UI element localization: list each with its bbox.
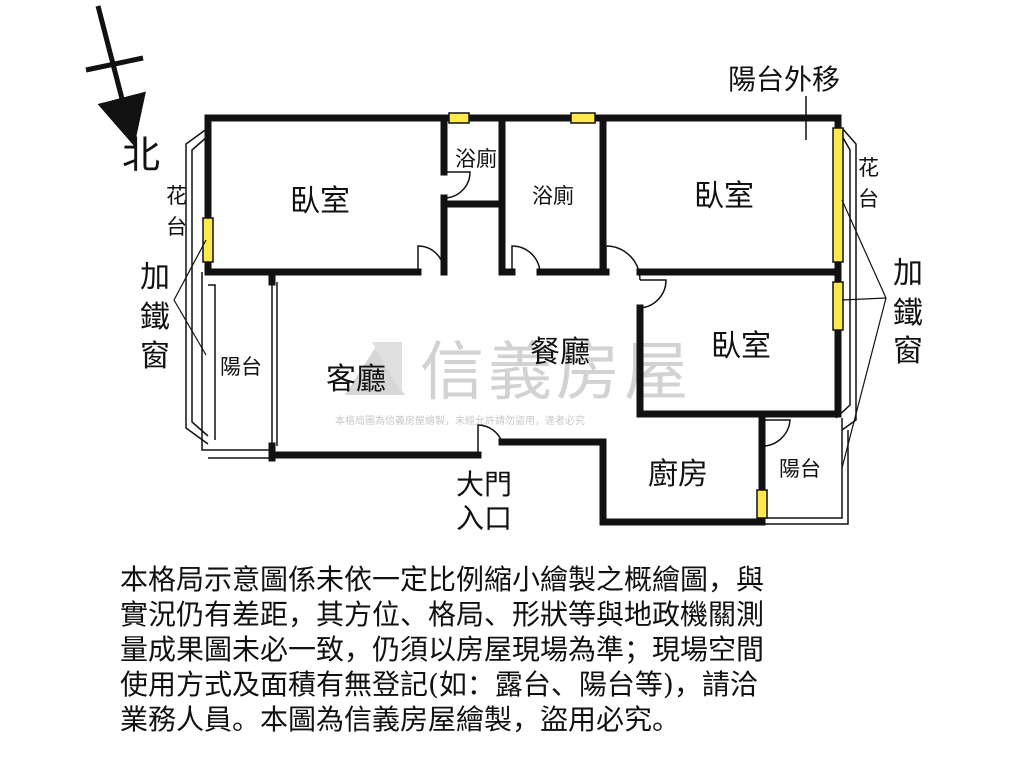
iron-window-right-label: 加 鐵 窗	[893, 256, 923, 369]
doors	[417, 171, 791, 455]
svg-text:鐵: 鐵	[893, 296, 923, 331]
leader-lines	[173, 199, 887, 469]
north-arrow	[85, 5, 146, 147]
main-door	[477, 424, 503, 455]
north-label: 北	[122, 133, 160, 177]
watermark-logo-icon	[345, 342, 405, 395]
iron-window-left-label: 加 鐵 窗	[140, 260, 170, 374]
disclaimer-line: 使用方式及面積有無登記(如：露台、陽台等)，請洽	[120, 668, 758, 701]
door-bedroom-1	[417, 245, 445, 273]
svg-text:加: 加	[893, 256, 923, 291]
sliding-door	[271, 282, 278, 446]
room-balcony-east: 陽台	[779, 457, 821, 481]
svg-text:台: 台	[858, 187, 879, 211]
main-door-label: 大門 入口	[456, 468, 512, 535]
room-bedroom-2: 臥室	[694, 179, 754, 214]
svg-text:窗: 窗	[140, 339, 170, 374]
svg-text:花: 花	[166, 184, 187, 208]
svg-text:入口: 入口	[456, 502, 512, 535]
disclaimer-line: 實況仍有差距，其方位、格局、形狀等與地政機關測	[120, 598, 765, 631]
door-bedroom-3	[639, 279, 667, 309]
door-bathroom-2	[511, 245, 541, 273]
planter-right-label: 花 台	[858, 156, 879, 211]
svg-text:台: 台	[166, 215, 187, 239]
door-bedroom-2	[605, 245, 641, 281]
svg-text:大門: 大門	[456, 468, 512, 501]
svg-text:加: 加	[140, 260, 170, 295]
room-kitchen: 廚房	[648, 457, 708, 492]
planter-left-label: 花 台	[166, 184, 187, 239]
room-bathroom-1: 浴廁	[455, 147, 497, 171]
room-balcony-west: 陽台	[220, 355, 262, 379]
annotation-balcony-moved-out: 陽台外移	[728, 63, 840, 96]
room-bathroom-2: 浴廁	[532, 184, 574, 208]
windows	[202, 112, 844, 519]
room-living: 客廳	[326, 362, 386, 397]
disclaimer-text: 本格局示意圖係未依一定比例縮小繪製之概繪圖，與 實況仍有差距，其方位、格局、形狀…	[120, 562, 880, 737]
outer-lines	[185, 96, 857, 525]
door-kitchen-balcony	[761, 419, 791, 447]
svg-text:鐵: 鐵	[140, 300, 170, 335]
door-bathroom-1	[443, 171, 471, 199]
disclaimer-line: 量成果圖未必一致，仍須以房屋現場為準；現場空間	[120, 633, 765, 666]
watermark-notice: 本格局圖為信義房屋繪製，未經允許請勿盜用，違者必究	[335, 414, 585, 427]
disclaimer-line: 本格局示意圖係未依一定比例縮小繪製之概繪圖，與	[120, 563, 765, 596]
svg-text:花: 花	[858, 156, 879, 180]
svg-text:窗: 窗	[893, 334, 923, 369]
disclaimer-line: 業務人員。本圖為信義房屋繪製，盜用必究。	[120, 703, 681, 736]
room-bedroom-3: 臥室	[711, 329, 771, 364]
room-bedroom-1: 臥室	[290, 184, 350, 219]
room-dining: 餐廳	[530, 335, 590, 370]
